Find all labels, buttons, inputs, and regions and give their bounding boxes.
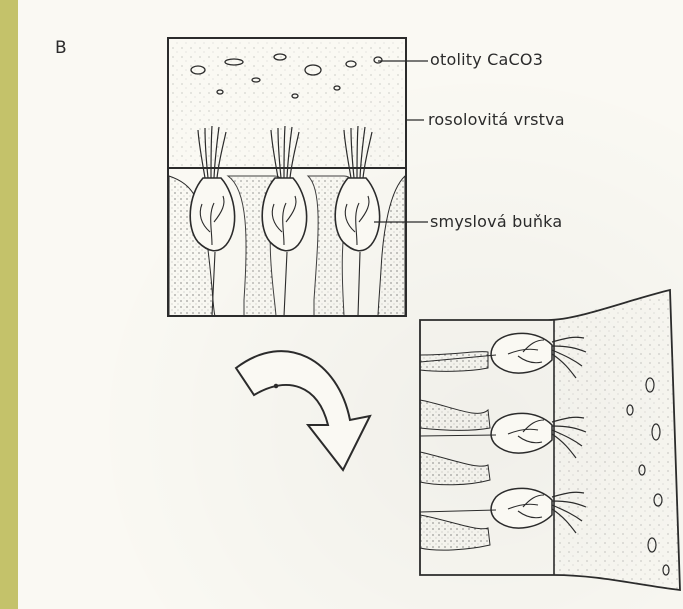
- upper-section: [168, 38, 406, 316]
- rotated-section: [420, 290, 680, 590]
- otoliths-label: otolity CaCO3: [430, 50, 543, 69]
- page: B: [18, 0, 683, 609]
- gel-layer-label: rosolovitá vrstva: [428, 110, 565, 129]
- sensory-cells: [190, 178, 379, 251]
- rotation-arrow: [236, 351, 370, 470]
- otolith-organ-diagram: [18, 0, 683, 609]
- sensory-cell-label: smyslová buňka: [430, 212, 562, 231]
